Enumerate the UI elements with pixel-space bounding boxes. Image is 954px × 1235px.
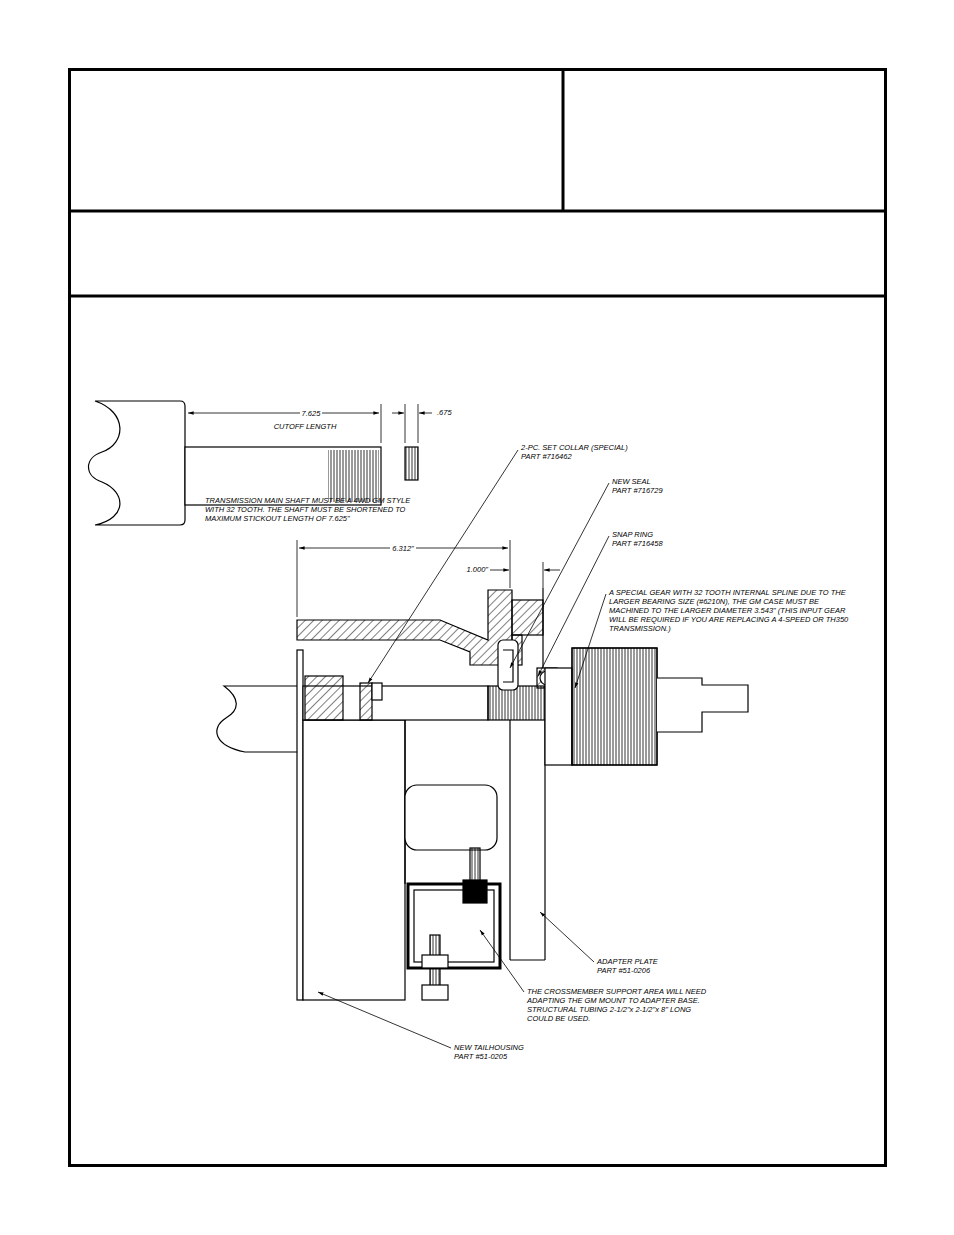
dimension-note: CUTOFF LENGTH	[272, 422, 339, 431]
note-text: TRANSMISSION MAIN SHAFT MUST BE A 4WD GM…	[205, 496, 423, 523]
dimension-text: .675	[437, 408, 452, 417]
leader-lines	[318, 450, 609, 1048]
part-label: 2-PC. SET COLLAR (SPECIAL) PART #716462	[521, 443, 633, 461]
part-label: ADAPTER PLATE PART #51-0206	[597, 957, 669, 975]
title-frame	[69, 69, 886, 1166]
dimension-text: 6.312"	[390, 544, 415, 553]
dimension-text: 1.000"	[467, 565, 488, 574]
part-label: NEW SEAL PART #716729	[612, 477, 669, 495]
part-label: SNAP RING PART #716458	[612, 530, 670, 548]
part-label: NEW TAILHOUSING PART #51-0205	[454, 1043, 536, 1061]
shaft-detail	[89, 401, 433, 525]
dimension-lines	[297, 540, 560, 617]
note-text: THE CROSSMEMBER SUPPORT AREA WILL NEED A…	[527, 987, 717, 1023]
assembly-section	[217, 588, 748, 1000]
note-text: A SPECIAL GEAR WITH 32 TOOTH INTERNAL SP…	[609, 588, 851, 633]
dimension-text: 7.625	[300, 409, 323, 418]
